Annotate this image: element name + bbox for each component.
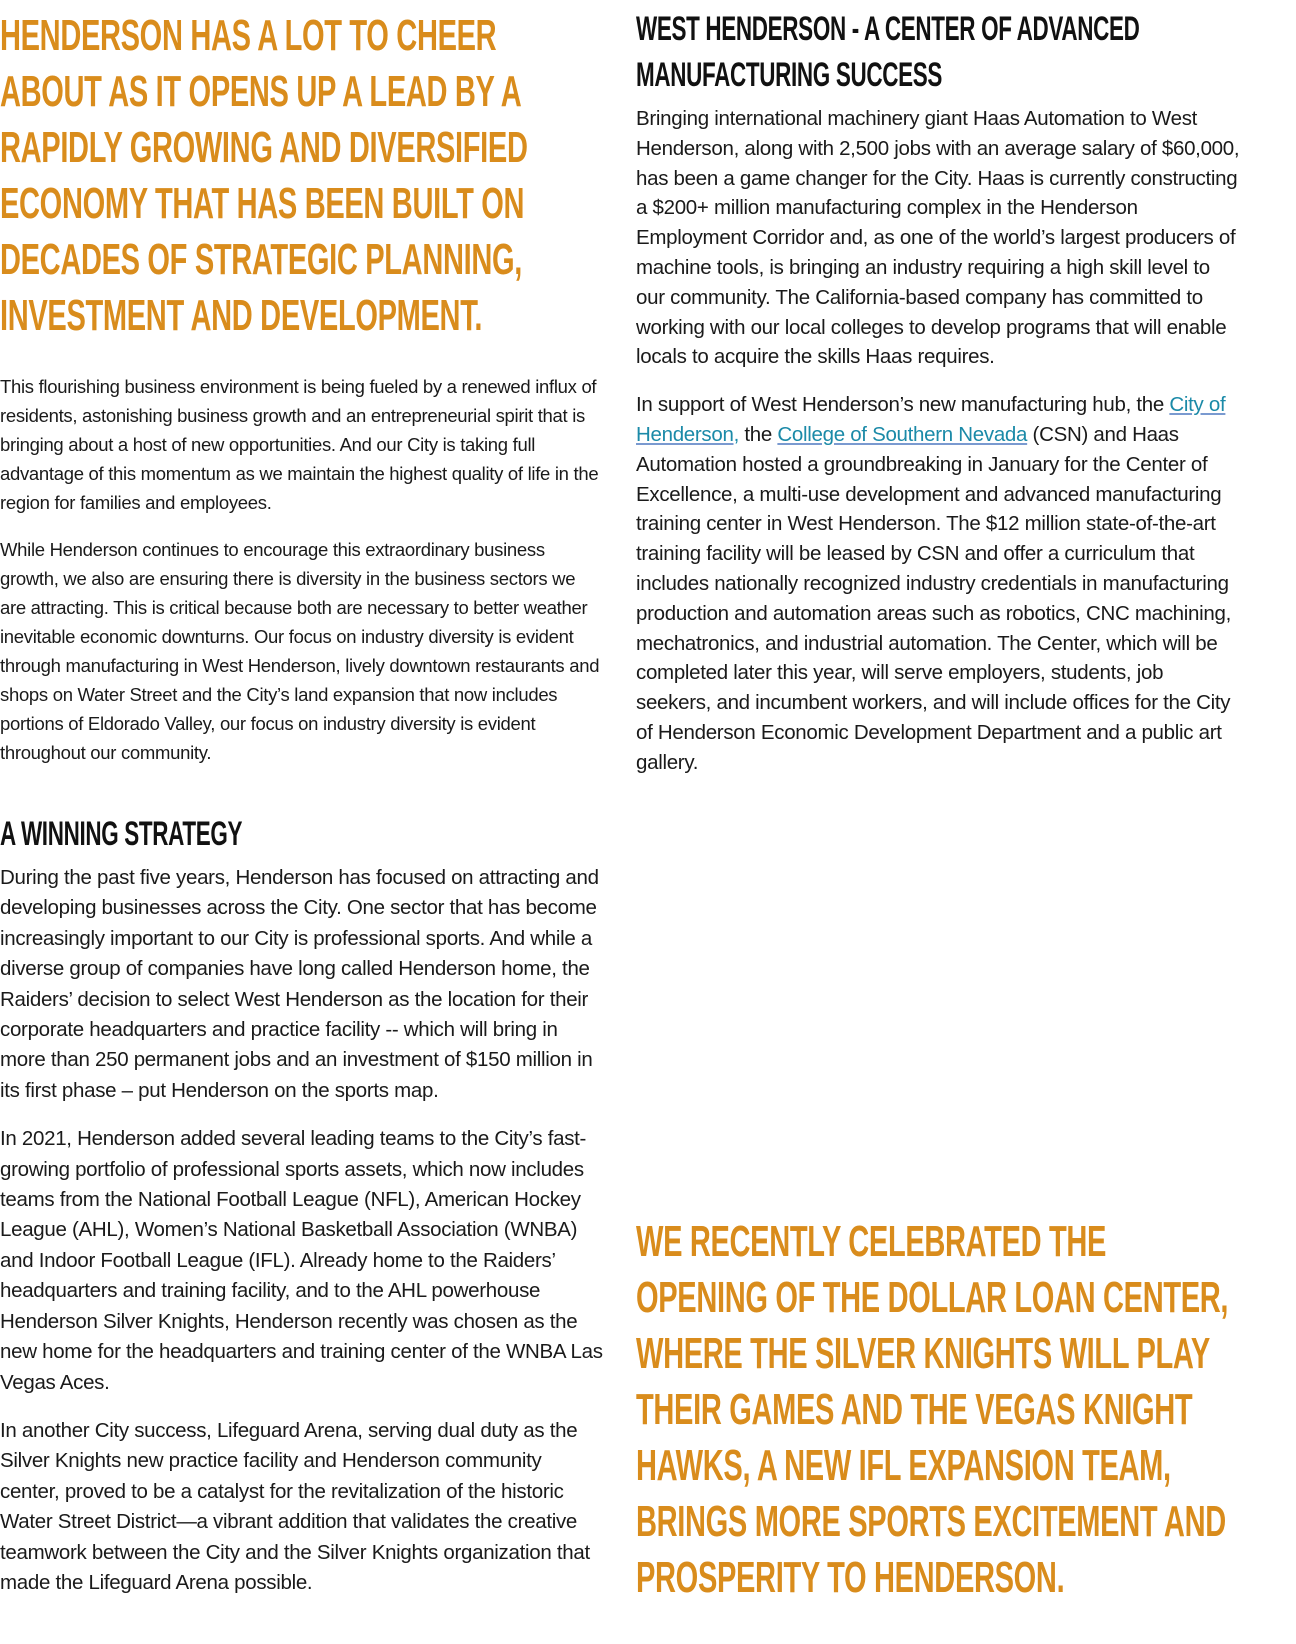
text: the	[738, 422, 778, 446]
strategy-paragraph: In 2021, Henderson added several leading…	[0, 1127, 603, 1394]
intro-paragraph: While Henderson continues to encourage t…	[0, 539, 600, 763]
intro-headline-block: Henderson has a lot to cheer about as it…	[0, 8, 605, 344]
west-heading-block: West Henderson - A Center of Advanced Ma…	[636, 6, 1241, 98]
city-of-henderson-link[interactable]: City of Henderson,	[636, 393, 1226, 446]
west-paragraph: Bringing international machinery giant H…	[636, 107, 1240, 369]
strategy-body: During the past five years, Henderson ha…	[0, 863, 605, 1598]
west-body: Bringing international machinery giant H…	[636, 104, 1241, 778]
strategy-paragraph: During the past five years, Henderson ha…	[0, 866, 599, 1102]
west-paragraph-links: In support of West Henderson’s new manuf…	[636, 390, 1241, 777]
text: In support of West Henderson’s new manuf…	[636, 393, 1170, 417]
strategy-heading-block: A Winning Strategy	[0, 811, 605, 857]
pullquote-block: We recently celebrated the opening of th…	[636, 1214, 1241, 1606]
west-heading: West Henderson - A Center of Advanced Ma…	[636, 10, 1140, 94]
csn-link[interactable]: College of Southern Nevada	[777, 422, 1028, 446]
left-column: Henderson has a lot to cheer about as it…	[0, 0, 605, 1616]
pullquote: We recently celebrated the opening of th…	[636, 1217, 1229, 1602]
right-column: West Henderson - A Center of Advanced Ma…	[636, 0, 1241, 1606]
strategy-heading: A Winning Strategy	[0, 815, 243, 853]
intro-body: This flourishing business environment is…	[0, 372, 605, 767]
intro-headline: Henderson has a lot to cheer about as it…	[0, 11, 528, 340]
text: (CSN) and Haas Automation hosted a groun…	[636, 422, 1231, 774]
intro-paragraph: This flourishing business environment is…	[0, 376, 599, 513]
strategy-paragraph: In another City success, Lifeguard Arena…	[0, 1418, 590, 1594]
